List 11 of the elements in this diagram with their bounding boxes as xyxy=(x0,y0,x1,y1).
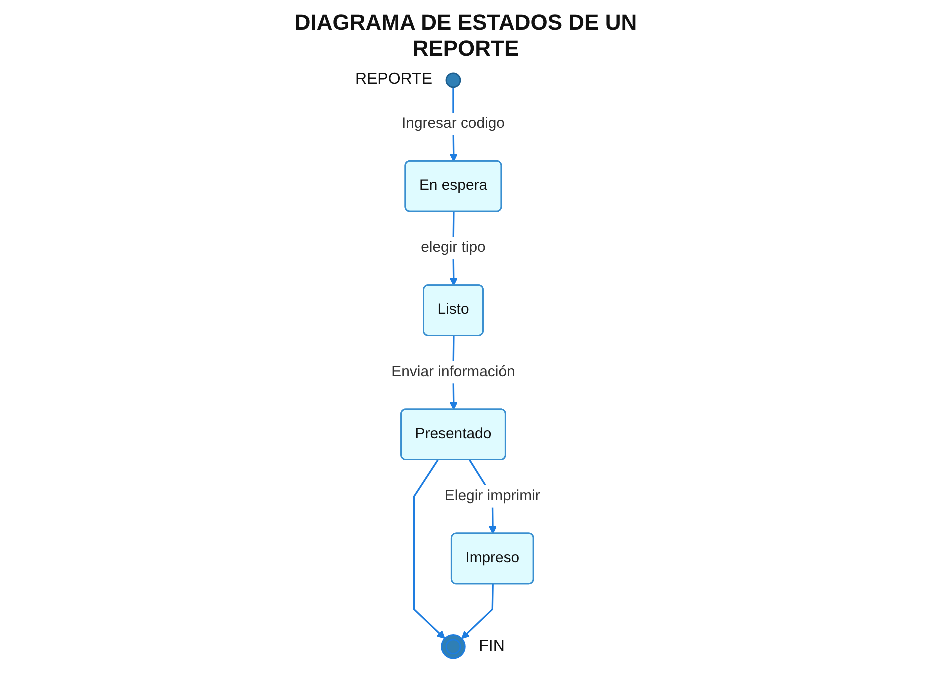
edge-label: elegir tipo xyxy=(421,240,486,256)
edge-label: Enviar información xyxy=(392,364,516,380)
node-circle xyxy=(441,634,466,660)
diagram-title: DIAGRAMA DE ESTADOS DE UN REPORTE xyxy=(294,10,638,62)
state-name-label: REPORTE xyxy=(355,71,432,90)
arrow xyxy=(462,584,494,640)
edge-label: Ingresar codigo xyxy=(402,116,505,132)
node-circle xyxy=(446,72,462,88)
arrow xyxy=(414,460,446,640)
edge-label: Elegir imprimir xyxy=(444,488,540,504)
end-state-label: FIN xyxy=(479,638,505,656)
